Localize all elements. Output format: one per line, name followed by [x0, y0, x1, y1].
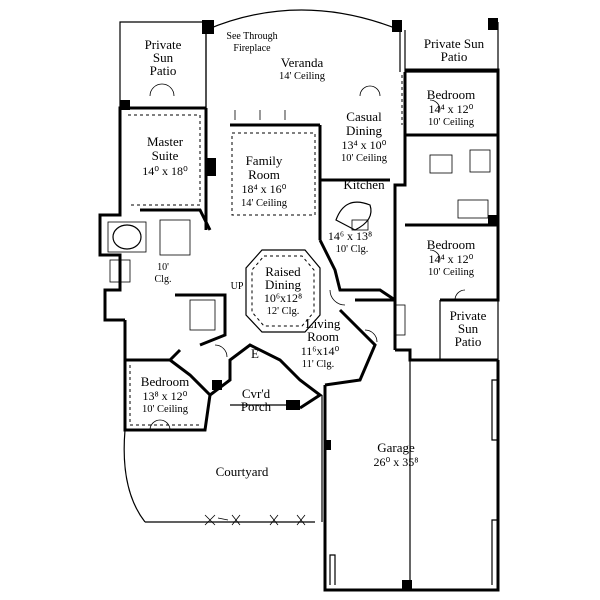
label-line: Master: [147, 134, 184, 149]
label-line: Sun: [153, 50, 174, 65]
label-line: 26⁰ x 35⁸: [374, 455, 419, 469]
label-line: 10⁶x12⁸: [264, 291, 302, 305]
label-line: 14⁶ x 13⁸: [328, 229, 372, 243]
courtyard-gate: [204, 514, 306, 526]
room-label-garage: Garage 26⁰ x 35⁸: [374, 440, 419, 469]
label-line: Dining: [265, 277, 302, 292]
door-swings: [149, 83, 466, 431]
label-line: 10' Clg.: [336, 244, 369, 255]
label-line: Patio: [441, 49, 468, 64]
label-line: Living: [306, 316, 341, 331]
label-line: Private: [450, 308, 487, 323]
room-label-casual-dining: Casual Dining 13⁴ x 10⁰ 10' Ceiling: [341, 109, 388, 164]
label-line: 18⁴ x 16⁰: [242, 182, 287, 196]
label-line: 13⁸ x 12⁰: [143, 389, 188, 403]
label-line: 12' Clg.: [267, 306, 300, 317]
room-label-bedroom-left: Bedroom 13⁸ x 12⁰ 10' Ceiling: [141, 374, 189, 415]
label-line: 13⁴ x 10⁰: [342, 138, 387, 152]
room-label-covered-porch: Cvr'd Porch: [241, 386, 272, 414]
label-line: 11⁶x14⁰: [301, 344, 340, 358]
room-label-private-sun-patio-left: Private Sun Patio: [140, 36, 186, 78]
room-label-courtyard: Courtyard: [216, 464, 269, 479]
label-line: 14⁴ x 12⁰: [429, 102, 474, 116]
label-line: Bedroom: [141, 374, 189, 389]
label-line: 14⁴ x 12⁰: [429, 252, 474, 266]
label-line: Clg.: [155, 274, 172, 285]
label-line: 10' Ceiling: [428, 267, 475, 278]
label-line: Sun: [458, 321, 479, 336]
label-line: Family: [246, 153, 283, 168]
label-line: Suite: [152, 148, 179, 163]
label-line: 10' Ceiling: [428, 117, 475, 128]
label-line: 14' Ceiling: [241, 198, 288, 209]
room-label-private-sun-patio-top-right: Private Sun Patio: [414, 34, 494, 64]
label-entry: E: [251, 346, 259, 361]
label-line: Private: [145, 37, 182, 52]
label-line: Private Sun: [424, 36, 485, 51]
room-label-kitchen: Kitchen 14⁶ x 13⁸ 10' Clg.: [328, 177, 385, 255]
label-line: Room: [248, 167, 280, 182]
label-line: Casual: [346, 109, 382, 124]
wall-columns: [120, 18, 498, 590]
label-line: See Through: [226, 31, 277, 42]
label-closet-10-clg: 10' Clg.: [155, 262, 172, 285]
label-line: 11' Clg.: [302, 359, 334, 370]
label-line: Kitchen: [343, 177, 385, 192]
label-see-through-fireplace: See Through Fireplace: [218, 28, 286, 54]
label-line: Bedroom: [427, 87, 475, 102]
label-line: Bedroom: [427, 237, 475, 252]
label-up-stairs: UP: [231, 281, 244, 292]
room-label-bedroom-right: Bedroom 14⁴ x 12⁰ 10' Ceiling: [427, 237, 475, 278]
room-label-living-room: Living Room 11⁶x14⁰ 11' Clg.: [301, 316, 341, 370]
label-line: Cvr'd: [242, 386, 271, 401]
label-line: Room: [307, 329, 339, 344]
exterior-walls: [98, 9, 500, 592]
room-label-veranda: Veranda 14' Ceiling: [279, 55, 326, 82]
label-line: Veranda: [281, 55, 324, 70]
label-line: 10' Ceiling: [341, 153, 388, 164]
label-line: Patio: [150, 63, 177, 78]
label-line: Porch: [241, 399, 272, 414]
label-line: Dining: [346, 123, 383, 138]
room-label-family-room: Family Room 18⁴ x 16⁰ 14' Ceiling: [241, 153, 288, 209]
room-label-master-suite: Master Suite 14⁰ x 18⁰: [142, 134, 188, 178]
label-line: 10' Ceiling: [142, 404, 189, 415]
room-label-private-sun-patio-right: Private Sun Patio: [450, 308, 487, 349]
label-line: Patio: [455, 334, 482, 349]
fixtures: [107, 149, 491, 336]
label-line: 14' Ceiling: [279, 71, 326, 82]
label-line: 14⁰ x 18⁰: [142, 164, 188, 178]
label-line: Raised: [265, 264, 301, 279]
room-label-raised-dining: Raised Dining 10⁶x12⁸ 12' Clg.: [264, 264, 302, 317]
room-label-bedroom-top-right: Bedroom 14⁴ x 12⁰ 10' Ceiling: [427, 87, 475, 128]
label-line: Fireplace: [233, 43, 271, 54]
label-line: 10': [157, 262, 169, 273]
label-line: Garage: [377, 440, 415, 455]
